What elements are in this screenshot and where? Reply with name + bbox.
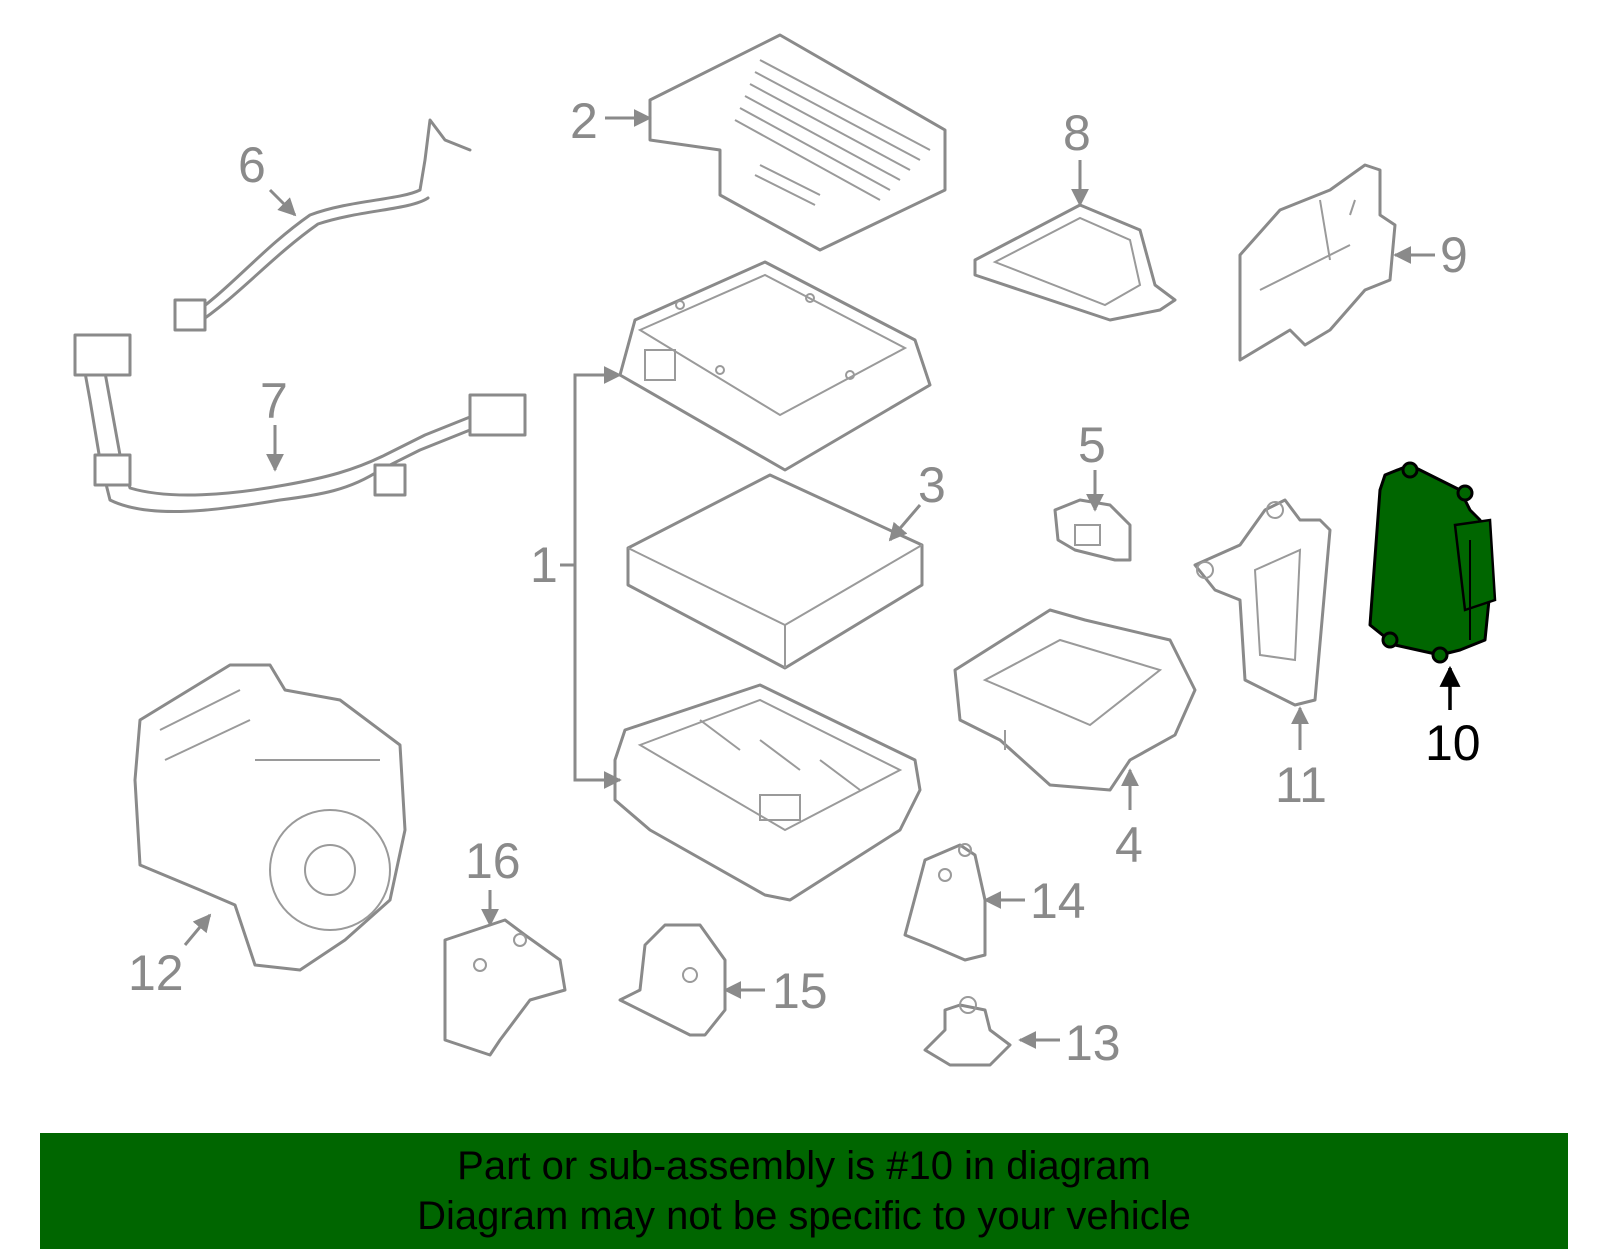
callout-8: 8 bbox=[1063, 105, 1091, 161]
callout-9: 9 bbox=[1440, 227, 1468, 283]
part-9-bracket[interactable] bbox=[1238, 163, 1397, 362]
callout-15: 15 bbox=[772, 963, 828, 1019]
callout-7: 7 bbox=[260, 373, 288, 429]
callout-12: 12 bbox=[128, 945, 184, 1001]
part-2-cover[interactable] bbox=[648, 33, 947, 252]
banner-line-2: Diagram may not be specific to your vehi… bbox=[417, 1194, 1191, 1238]
parts-diagram: 1 2 3 4 5 6 7 8 9 10 11 12 13 14 15 16 bbox=[73, 33, 1497, 1071]
banner-line-1: Part or sub-assembly is #10 in diagram bbox=[457, 1144, 1151, 1188]
part-13-mount[interactable] bbox=[923, 996, 1012, 1067]
info-banner: Part or sub-assembly is #10 in diagram D… bbox=[40, 1133, 1568, 1249]
callout-5: 5 bbox=[1078, 417, 1106, 473]
part-5-bracket[interactable] bbox=[1053, 498, 1132, 562]
callout-4: 4 bbox=[1115, 817, 1143, 873]
part-14-bracket[interactable] bbox=[903, 843, 987, 962]
callout-11: 11 bbox=[1275, 757, 1327, 813]
part-11-bracket[interactable] bbox=[1193, 498, 1332, 707]
part-3-pad[interactable] bbox=[626, 473, 924, 670]
part-4-module[interactable] bbox=[953, 608, 1197, 792]
leader-lines bbox=[183, 109, 1461, 1049]
part-6-cable[interactable] bbox=[173, 118, 472, 332]
part-1-upper-housing[interactable] bbox=[618, 260, 932, 472]
callout-6: 6 bbox=[238, 137, 266, 193]
callout-13: 13 bbox=[1065, 1015, 1121, 1071]
part-8-gasket[interactable] bbox=[973, 203, 1177, 322]
callout-labels: 1 2 3 4 5 6 7 8 9 10 11 12 13 14 15 16 bbox=[128, 93, 1481, 1071]
part-1-lower-housing[interactable] bbox=[613, 683, 922, 902]
callout-1: 1 bbox=[530, 537, 558, 593]
callout-16: 16 bbox=[465, 833, 521, 889]
callout-10: 10 bbox=[1425, 715, 1481, 771]
part-12-motor[interactable] bbox=[133, 663, 407, 972]
callout-14: 14 bbox=[1030, 873, 1086, 929]
part-16-mount[interactable] bbox=[443, 918, 567, 1057]
callout-3: 3 bbox=[918, 457, 946, 513]
part-15-mount[interactable] bbox=[618, 923, 727, 1037]
callout-2: 2 bbox=[570, 93, 598, 149]
part-10-control-module[interactable] bbox=[1368, 461, 1497, 664]
part-7-harness[interactable] bbox=[73, 333, 527, 514]
